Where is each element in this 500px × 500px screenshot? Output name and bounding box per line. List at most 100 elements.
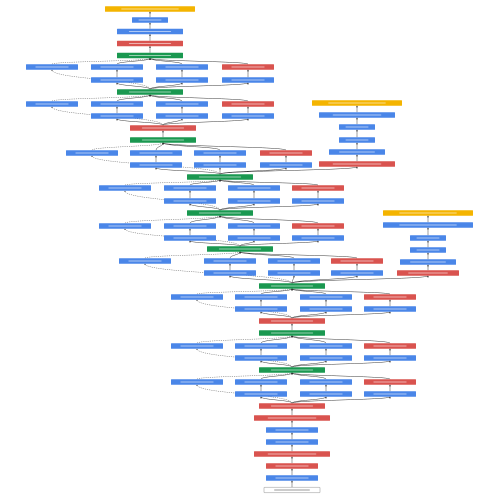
node-i5a_e[interactable] <box>91 113 143 119</box>
node-i4e_c[interactable] <box>194 150 246 156</box>
node-softmax_activation1[interactable] <box>319 112 395 118</box>
node-i4d_b[interactable] <box>164 185 216 191</box>
node-i4b_b[interactable] <box>204 258 256 264</box>
node-softmax_activation2[interactable] <box>132 17 168 23</box>
node-i5a_b[interactable] <box>91 101 143 107</box>
node-conv2a[interactable] <box>266 439 318 445</box>
node-i4b_d[interactable] <box>331 258 383 264</box>
node-fc2[interactable] <box>117 28 183 35</box>
node-i4a_e[interactable] <box>235 306 287 312</box>
node-i5b_e[interactable] <box>91 77 143 83</box>
node-i4e_d[interactable] <box>260 150 312 156</box>
node-concat_4a[interactable] <box>259 283 325 289</box>
node-softmax0[interactable] <box>383 210 473 216</box>
node-i4a_d[interactable] <box>364 294 416 300</box>
node-i3b_e[interactable] <box>235 355 287 361</box>
node-i5b_d[interactable] <box>222 64 274 70</box>
node-concat_4c[interactable] <box>187 210 253 216</box>
node-softmax1[interactable] <box>312 100 402 106</box>
node-i5a_c[interactable] <box>156 101 208 107</box>
node-i4e_e[interactable] <box>130 162 182 168</box>
node-label-mark-i5a_g <box>231 115 265 117</box>
node-i4c_c[interactable] <box>228 223 280 229</box>
node-fc1a[interactable] <box>339 137 375 143</box>
node-i4a_a[interactable] <box>171 294 223 300</box>
node-i4d_e[interactable] <box>164 198 216 204</box>
node-i4a_f[interactable] <box>300 306 352 312</box>
node-i4d_c[interactable] <box>228 185 280 191</box>
node-i3b_b[interactable] <box>235 343 287 349</box>
node-fc1b[interactable] <box>339 124 375 130</box>
node-i3a_f[interactable] <box>300 391 352 397</box>
node-conv1x1_aux1[interactable] <box>329 149 385 155</box>
node-i4c_b[interactable] <box>164 223 216 229</box>
node-i4d_g[interactable] <box>292 198 344 204</box>
node-concat_3a[interactable] <box>259 367 325 373</box>
node-i4b_f[interactable] <box>268 270 320 276</box>
node-i5b_c[interactable] <box>156 64 208 70</box>
node-i3b_g[interactable] <box>364 355 416 361</box>
node-i3b_d[interactable] <box>364 343 416 349</box>
node-i4c_d[interactable] <box>292 223 344 229</box>
node-conv2b[interactable] <box>266 427 318 433</box>
node-avgpool2[interactable] <box>117 40 183 47</box>
node-fc0a[interactable] <box>410 247 446 253</box>
node-i4c_a[interactable] <box>99 223 151 229</box>
node-i4e_a[interactable] <box>66 150 118 156</box>
node-i4c_g[interactable] <box>292 235 344 241</box>
node-i4b_e[interactable] <box>204 270 256 276</box>
node-i4b_c[interactable] <box>268 258 320 264</box>
node-i3a_e[interactable] <box>235 391 287 397</box>
node-concat_3b[interactable] <box>259 330 325 336</box>
node-pool3[interactable] <box>259 318 325 324</box>
node-softmax2[interactable] <box>105 6 195 12</box>
node-i4e_f[interactable] <box>194 162 246 168</box>
node-i5b_f[interactable] <box>156 77 208 83</box>
node-label-mark-i4a_a <box>180 296 214 298</box>
node-i3a_c[interactable] <box>300 379 352 385</box>
node-i4e_g[interactable] <box>260 162 312 168</box>
node-concat_5a[interactable] <box>117 89 183 95</box>
node-fc0b[interactable] <box>410 235 446 241</box>
node-pool2[interactable] <box>259 403 325 409</box>
node-i4a_c[interactable] <box>300 294 352 300</box>
node-i3b_f[interactable] <box>300 355 352 361</box>
node-lrn1[interactable] <box>254 451 330 457</box>
node-i4a_g[interactable] <box>364 306 416 312</box>
node-i5b_b[interactable] <box>91 64 143 70</box>
node-i4b_g[interactable] <box>331 270 383 276</box>
node-i5a_f[interactable] <box>156 113 208 119</box>
node-avgpool_aux1[interactable] <box>319 161 395 167</box>
node-conv1x1_aux0[interactable] <box>400 259 456 265</box>
node-i4a_b[interactable] <box>235 294 287 300</box>
node-softmax_activation0[interactable] <box>383 222 473 228</box>
node-i4c_f[interactable] <box>228 235 280 241</box>
node-pool1[interactable] <box>266 463 318 469</box>
node-i3b_c[interactable] <box>300 343 352 349</box>
node-concat_4b[interactable] <box>207 246 273 252</box>
node-i5a_a[interactable] <box>26 101 78 107</box>
node-i4b_a[interactable] <box>119 258 171 264</box>
node-i3b_a[interactable] <box>171 343 223 349</box>
node-i3a_g[interactable] <box>364 391 416 397</box>
node-i4d_f[interactable] <box>228 198 280 204</box>
node-i3a_d[interactable] <box>364 379 416 385</box>
node-i4e_b[interactable] <box>130 150 182 156</box>
node-i5a_g[interactable] <box>222 113 274 119</box>
node-concat_4d[interactable] <box>187 174 253 180</box>
node-i4d_a[interactable] <box>99 185 151 191</box>
node-lrn2[interactable] <box>254 415 330 421</box>
node-input[interactable] <box>263 487 321 493</box>
node-i4c_e[interactable] <box>164 235 216 241</box>
node-i5b_g[interactable] <box>222 77 274 83</box>
node-i3a_a[interactable] <box>171 379 223 385</box>
node-pool4[interactable] <box>130 125 196 131</box>
node-avgpool_aux0[interactable] <box>397 270 459 276</box>
node-concat_5b[interactable] <box>117 52 183 59</box>
node-i5a_d[interactable] <box>222 101 274 107</box>
node-concat_4e[interactable] <box>130 137 196 143</box>
node-i5b_a[interactable] <box>26 64 78 70</box>
node-i4d_d[interactable] <box>292 185 344 191</box>
node-conv1[interactable] <box>266 475 318 481</box>
node-i3a_b[interactable] <box>235 379 287 385</box>
